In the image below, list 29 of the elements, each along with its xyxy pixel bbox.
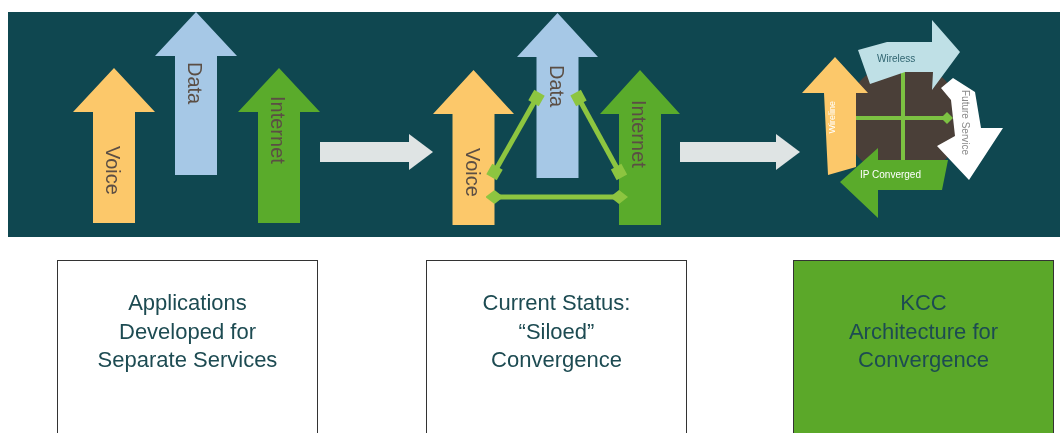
arrow-label: Voice — [103, 146, 123, 195]
arrow-label: Internet — [268, 96, 288, 164]
caption-box — [793, 260, 1054, 433]
caption-box — [426, 260, 687, 433]
arrow-label: Wireless — [877, 54, 916, 64]
up-arrow-shape — [73, 68, 155, 223]
connector-line — [486, 89, 545, 181]
up-arrow-shape — [155, 12, 237, 175]
up-arrow-shape — [600, 70, 680, 225]
arrow-label: Wireline — [828, 101, 838, 134]
arrow-label: Internet — [629, 100, 649, 168]
connector-line — [570, 89, 628, 181]
curved-arrow-shape — [857, 18, 961, 92]
caption-text: KCC Architecture for Convergence — [847, 289, 1000, 375]
caption-box — [57, 260, 318, 433]
up-arrow-shape — [433, 70, 514, 225]
curved-arrow-shape — [838, 148, 950, 220]
up-arrow-shape — [238, 68, 320, 223]
connector-line — [485, 190, 628, 204]
up-arrow-shape — [517, 13, 598, 178]
arrow-label: IP Converged — [860, 170, 921, 180]
caption-text: Current Status: “Siloed” Convergence — [481, 289, 632, 375]
curved-arrow-shape — [800, 55, 868, 178]
arrow-label: Data — [546, 65, 567, 108]
arrow-label: Future Service — [959, 90, 970, 156]
arrow-label: Data — [185, 62, 205, 105]
caption-text: Applications Developed for Separate Services — [96, 289, 279, 375]
block-arrow — [320, 134, 433, 170]
arrow-label: Voice — [462, 148, 483, 197]
